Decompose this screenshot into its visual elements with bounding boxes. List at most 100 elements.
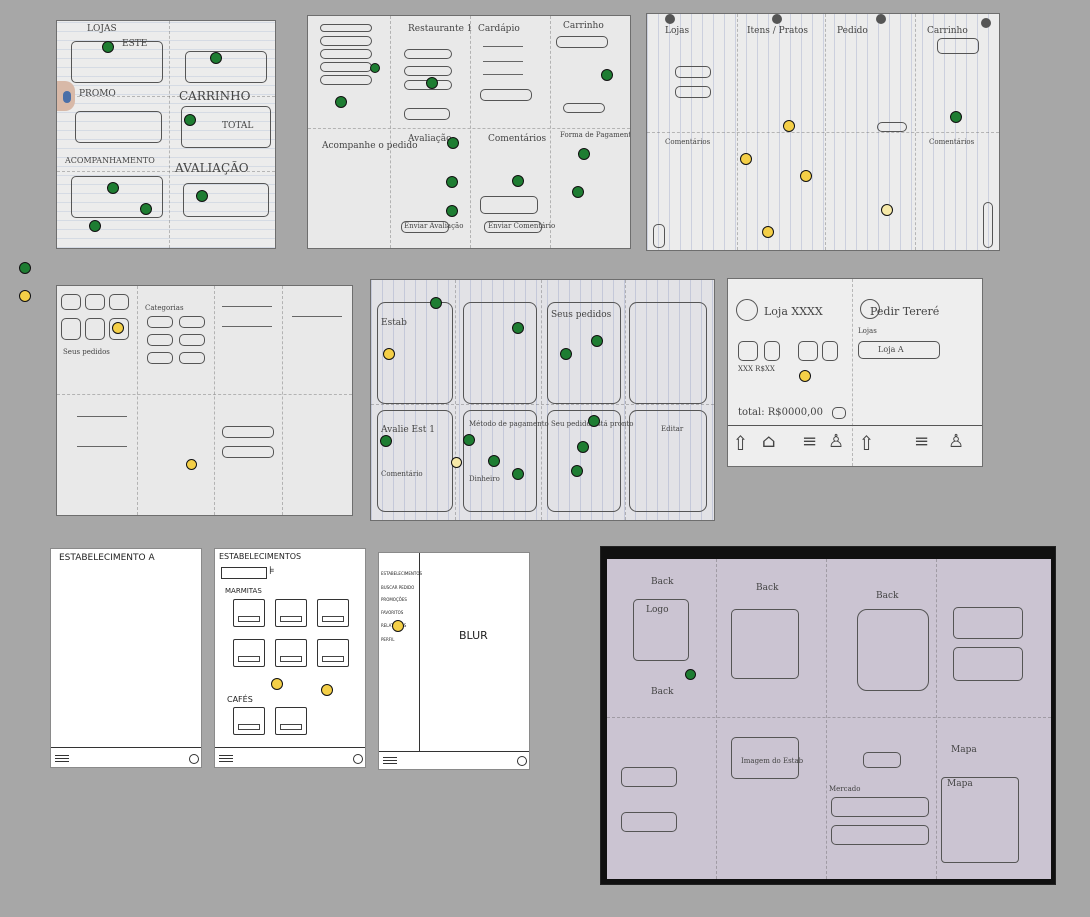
menu-item[interactable]: ESTABELECIMENTOS	[381, 571, 423, 576]
green-marker[interactable]	[950, 111, 962, 123]
sketch-text: Avaliação	[408, 134, 452, 144]
search-input[interactable]	[221, 567, 267, 579]
yellow-marker[interactable]	[271, 678, 283, 690]
menu-item[interactable]: BUSCAR PEDIDO	[381, 585, 415, 590]
section-heading: CAFÉS	[227, 695, 253, 704]
green-marker[interactable]	[571, 465, 583, 477]
sketch-text: Restaurante 1	[408, 24, 473, 34]
sketch-text: Avalie Est 1	[381, 425, 435, 435]
item-tile[interactable]	[275, 599, 307, 627]
sketch-text: Método de pagamento	[469, 420, 549, 428]
green-marker[interactable]	[572, 186, 584, 198]
item-tile[interactable]	[233, 599, 265, 627]
green-marker[interactable]	[447, 137, 459, 149]
sketch-arrow: ⇧	[732, 431, 749, 455]
menu-item[interactable]: FAVORITOS	[381, 610, 404, 615]
green-marker[interactable]	[488, 455, 500, 467]
green-marker[interactable]	[380, 435, 392, 447]
sketch-text: total: R$0000,00	[738, 407, 824, 418]
green-marker[interactable]	[430, 297, 442, 309]
menu-item[interactable]: PROMOÇÕES	[381, 597, 407, 602]
green-marker[interactable]	[196, 190, 208, 202]
green-marker[interactable]	[560, 348, 572, 360]
phone-title: ESTABELECIMENTO A	[59, 553, 155, 563]
sketch-photo-4: Categorias Seus pedidos	[56, 285, 353, 516]
yellow-marker[interactable]	[383, 348, 395, 360]
legend-yellow-dot	[19, 290, 31, 302]
menu-item[interactable]: PERFIL	[381, 637, 395, 642]
sketch-photo-1: LOJAS ESTE CARRINHO PROMO ACOMPANHAMENTO…	[56, 20, 276, 249]
green-marker[interactable]	[463, 434, 475, 446]
menu-icon[interactable]	[55, 755, 69, 763]
yellow-marker[interactable]	[800, 170, 812, 182]
sketch-text: Categorias	[145, 304, 184, 312]
sketch-text: Comentário	[381, 470, 423, 478]
sketch-text: Carrinho	[927, 26, 968, 36]
sketch-text: Forma de Pagamento	[560, 131, 631, 139]
sketch-text: Comentários	[665, 138, 711, 146]
item-tile[interactable]	[233, 639, 265, 667]
yellow-marker[interactable]	[783, 120, 795, 132]
menu-icon[interactable]	[219, 755, 233, 763]
profile-circle-icon[interactable]	[353, 754, 363, 764]
green-marker[interactable]	[446, 176, 458, 188]
sketch-text: Back	[876, 591, 899, 601]
green-marker[interactable]	[512, 468, 524, 480]
green-marker[interactable]	[370, 63, 380, 73]
green-marker[interactable]	[588, 415, 600, 427]
menu-icon[interactable]	[383, 757, 397, 765]
phone-mockup-3: ESTABELECIMENTOS BUSCAR PEDIDO PROMOÇÕES…	[378, 552, 530, 770]
green-marker[interactable]	[89, 220, 101, 232]
sketch-text: Imagem do Estab	[741, 757, 804, 765]
green-marker[interactable]	[184, 114, 196, 126]
yellow-marker[interactable]	[799, 370, 811, 382]
item-tile[interactable]	[317, 599, 349, 627]
legend-green-dot	[19, 262, 31, 274]
green-marker[interactable]	[335, 96, 347, 108]
sketch-text: ACOMPANHAMENTO	[65, 156, 155, 165]
yellow-marker[interactable]	[321, 684, 333, 696]
pale-yellow-marker[interactable]	[451, 457, 462, 468]
green-marker[interactable]	[446, 205, 458, 217]
sketch-text: Mercado	[829, 785, 861, 793]
green-marker[interactable]	[512, 175, 524, 187]
green-marker[interactable]	[601, 69, 613, 81]
green-marker[interactable]	[578, 148, 590, 160]
filter-icon[interactable]: ⊧	[269, 564, 275, 577]
green-marker[interactable]	[591, 335, 603, 347]
item-tile[interactable]	[275, 639, 307, 667]
yellow-marker[interactable]	[392, 620, 404, 632]
yellow-marker[interactable]	[740, 153, 752, 165]
sketch-text: AVALIAÇÃO	[175, 161, 249, 175]
phone-title: ESTABELECIMENTOS	[219, 552, 302, 561]
green-marker[interactable]	[577, 441, 589, 453]
yellow-marker[interactable]	[186, 459, 197, 470]
phone-mockup-2: ESTABELECIMENTOS ⊧ MARMITAS CAFÉS	[214, 548, 366, 768]
sketch-text: Back	[651, 577, 674, 587]
item-tile[interactable]	[275, 707, 307, 735]
sketch-arrow: ⇧	[858, 431, 875, 455]
sketch-text: Seus pedidos	[551, 310, 612, 320]
sketch-text: Carrinho	[563, 21, 604, 31]
green-marker[interactable]	[426, 77, 438, 89]
green-marker[interactable]	[512, 322, 524, 334]
green-marker[interactable]	[140, 203, 152, 215]
sketch-text: Pedido	[837, 26, 868, 36]
sketch-photo-5: Seus pedidos Avalie Est 1 Método de paga…	[370, 279, 715, 521]
sketch-text: Estab	[381, 318, 407, 328]
pale-yellow-marker[interactable]	[881, 204, 893, 216]
green-marker[interactable]	[102, 41, 114, 53]
green-marker[interactable]	[685, 669, 696, 680]
green-marker[interactable]	[107, 182, 119, 194]
item-tile[interactable]	[317, 639, 349, 667]
yellow-marker[interactable]	[112, 322, 124, 334]
sketch-text: Mapa	[951, 745, 977, 755]
green-marker[interactable]	[210, 52, 222, 64]
sketch-photo-2: Restaurante 1 Cardápio Carrinho Acompanh…	[307, 15, 631, 249]
sketch-menu: ≡	[914, 431, 930, 452]
profile-circle-icon[interactable]	[517, 756, 527, 766]
item-tile[interactable]	[233, 707, 265, 735]
profile-circle-icon[interactable]	[189, 754, 199, 764]
sketch-text: Cardápio	[478, 24, 520, 34]
yellow-marker[interactable]	[762, 226, 774, 238]
